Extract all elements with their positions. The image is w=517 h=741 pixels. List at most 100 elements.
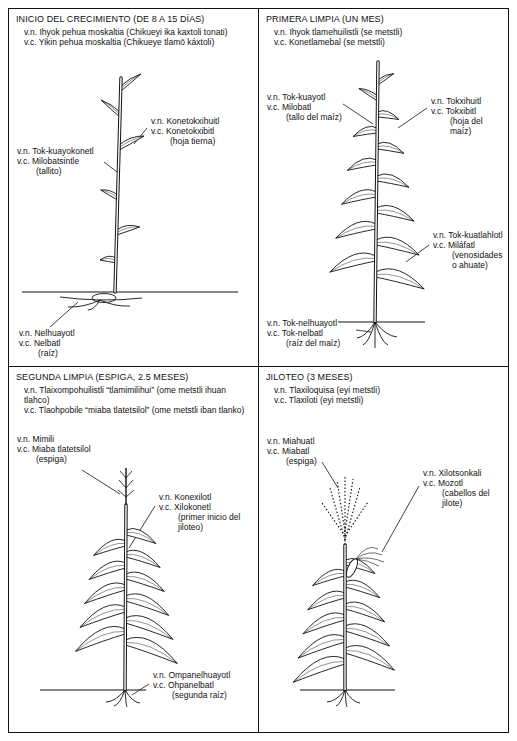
ground-line: [22, 292, 238, 293]
stage-panel: PRIMERA LIMPIA (UN MES) v.n. Ihyok tlameh…: [258, 8, 509, 367]
maize-leaf: [376, 269, 425, 289]
part-gloss: (tallito): [35, 166, 63, 176]
maize-root: [363, 322, 375, 345]
leaf-vein: [308, 595, 345, 609]
spike-branch: [126, 490, 134, 497]
leaf-vein: [376, 274, 425, 289]
part-name: v.n. Tok-kuayokonetl: [16, 146, 95, 156]
maize-root: [375, 322, 397, 337]
spike-branch: [119, 480, 126, 488]
stage-heading: INICIO DEL CRECIMIENTO (DE 8 A 15 DÍAS): [16, 14, 251, 25]
part-gloss: (espiga): [35, 454, 68, 464]
stage-name: v.n. Ihyok tlamehuilistli (se metstli): [274, 27, 501, 37]
ground-line: [330, 322, 425, 323]
leaf-vein: [336, 226, 376, 238]
leaf-vein: [378, 74, 394, 83]
part-name: v.n. Mimili: [16, 434, 55, 444]
ear-silk: [356, 558, 384, 562]
leaf-vein: [330, 258, 376, 272]
stage-name: v.c. Tlaohpobile “miaba tlatetsilol” (om…: [24, 405, 251, 415]
stage-heading: SEGUNDA LIMPIA (ESPIGA, 2.5 MESES): [16, 372, 251, 383]
leaf-vein: [345, 584, 380, 597]
leaf-vein: [80, 609, 125, 627]
maize-leaf: [345, 602, 385, 622]
maize-stem: [375, 62, 378, 322]
part-name: v.c. Ohpanelbatl: [152, 680, 215, 690]
part-label-group: v.n. Tok-nelhuayotlv.c. Tok-nelbatl(raíz…: [266, 318, 356, 348]
leaf-vein: [85, 587, 126, 603]
maize-leaf: [298, 635, 345, 658]
maize-leaf: [76, 626, 126, 651]
part-label-group: v.n. Tok-kuayotlv.c. Milobatl(tallo del …: [266, 92, 346, 122]
maize-leaf: [308, 591, 345, 610]
part-label-group: v.n. Nelhuayotlv.c. Nelbatl(raíz): [18, 328, 118, 358]
maize-leaf: [89, 561, 126, 579]
maize-ear: [344, 557, 360, 579]
spike-branch: [126, 471, 132, 478]
maize-leaf: [359, 89, 378, 102]
maize-stem: [125, 505, 126, 690]
part-name: v.c. Miaba tlatetsilol: [16, 444, 92, 454]
stage-name: v.n. Ihyok pehua moskaltia (Chikueyi ika…: [24, 27, 251, 37]
leader-line: [343, 104, 373, 124]
part-gloss: (tallo del maíz): [285, 112, 343, 122]
spike-branch: [126, 480, 133, 488]
stage-heading: JILOTEO (3 MESES): [266, 372, 501, 383]
leaf-vein: [377, 146, 404, 154]
maize-root: [100, 300, 130, 306]
leaf-vein: [126, 576, 165, 591]
ground-line: [300, 690, 395, 691]
maize-leaf: [121, 74, 141, 91]
part-label-group: v.n. Mimiliv.c. Miaba tlatetsilol(espiga…: [16, 434, 128, 464]
stage-name: v.n. Tlaixompohuilistli “tlamimilihui” (…: [24, 385, 251, 405]
maize-root: [125, 690, 140, 703]
tassel-branch: [337, 480, 345, 532]
maize-leaf: [126, 594, 169, 616]
stage-heading: PRIMERA LIMPIA (UN MES): [266, 14, 501, 25]
leader-line: [104, 162, 117, 172]
maize-root: [60, 297, 100, 300]
part-gloss: (primer inicio del jiloteo): [177, 512, 246, 532]
leaf-vein: [100, 258, 116, 260]
leaf-vein: [119, 136, 144, 148]
maize-leaf: [336, 221, 376, 238]
maize-root: [327, 690, 345, 702]
maize-root: [375, 322, 376, 348]
part-name: v.c. Tokxibitl: [430, 106, 477, 116]
leaf-vein: [89, 565, 126, 579]
maize-leaf: [330, 253, 376, 272]
ear-silk: [356, 559, 379, 566]
maize-leaf: [345, 580, 380, 597]
maize-leaf: [303, 613, 345, 634]
maize-leaf: [313, 569, 345, 585]
part-name: v.c. Milobatl: [266, 102, 312, 112]
maize-leaf: [117, 225, 140, 235]
maize-leaf: [376, 206, 414, 222]
maize-leaf: [347, 158, 377, 170]
maize-leaf: [126, 550, 160, 567]
maize-stem: [115, 78, 121, 292]
maize-leaf: [342, 190, 377, 205]
leaf-vein: [345, 606, 385, 622]
maize-stem: [115, 78, 121, 292]
part-name: v.n. Tokxihuitl: [430, 96, 482, 106]
leader-line: [322, 462, 338, 488]
part-label-group: v.n. Miahuatlv.c. Miabatl(espiga): [266, 436, 346, 466]
spike-branch: [118, 490, 126, 497]
part-name: v.n. Tok-nelhuayotl: [266, 318, 338, 328]
leaf-vein: [121, 74, 141, 89]
maize-leaf: [353, 126, 377, 136]
maize-leaf: [345, 624, 390, 646]
part-name: v.c. Milobatsintle: [16, 156, 80, 166]
part-gloss: (raíz del maíz): [285, 338, 341, 348]
leaf-vein: [94, 543, 126, 555]
tassel-branch: [345, 479, 353, 532]
leaf-vein: [125, 642, 177, 663]
leaf-vein: [126, 554, 160, 567]
maize-leaf: [378, 74, 394, 85]
maize-root: [336, 690, 345, 706]
part-label-group: v.n. Tok-kuayokonetlv.c. Milobatsintle(t…: [16, 146, 116, 176]
part-gloss: (hoja tierna): [169, 136, 216, 146]
maize-leaf: [100, 256, 116, 263]
